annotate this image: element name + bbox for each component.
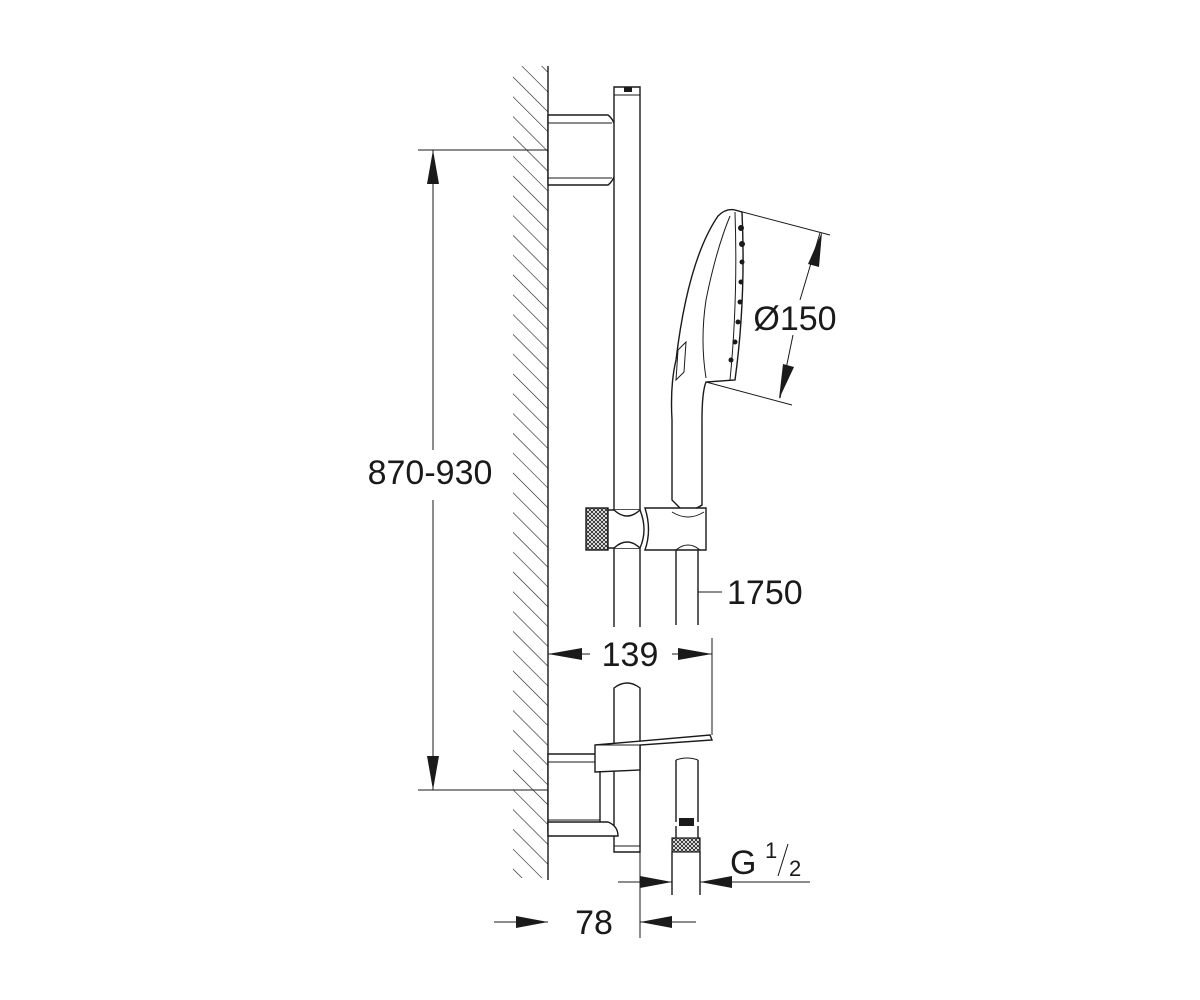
head-diameter-label: Ø150: [753, 300, 836, 338]
shelf-tray: [594, 734, 714, 773]
slider-knurled-knob: [585, 507, 609, 551]
thread-denominator-label: 2: [789, 856, 801, 881]
upper-wall-bracket: [547, 114, 619, 186]
thread-dimension: G 1 2: [618, 838, 810, 888]
wall-hatching: [513, 66, 548, 878]
thread-numerator-label: 1: [765, 838, 777, 863]
hose-nut-knurled: [671, 837, 701, 853]
hose-length-label: 1750: [727, 574, 803, 612]
projection-dimension: 139: [548, 636, 713, 735]
shower-hose: [671, 550, 701, 895]
shower-slider: [585, 507, 707, 551]
height-range-label: 870-930: [368, 454, 493, 492]
height-dimension: 870-930: [368, 149, 548, 791]
wall-offset-label: 78: [575, 904, 613, 942]
head-diameter-dimension: Ø150: [705, 209, 837, 406]
hose-length-dimension: 1750: [698, 574, 803, 612]
nozzle-face: [728, 225, 745, 363]
hand-shower: [670, 208, 745, 511]
lower-wall-bracket: [547, 753, 619, 837]
thread-main-label: G: [730, 844, 756, 882]
wall: [513, 66, 549, 880]
projection-label: 139: [602, 636, 659, 674]
wall-offset-dimension: 78: [494, 852, 696, 942]
